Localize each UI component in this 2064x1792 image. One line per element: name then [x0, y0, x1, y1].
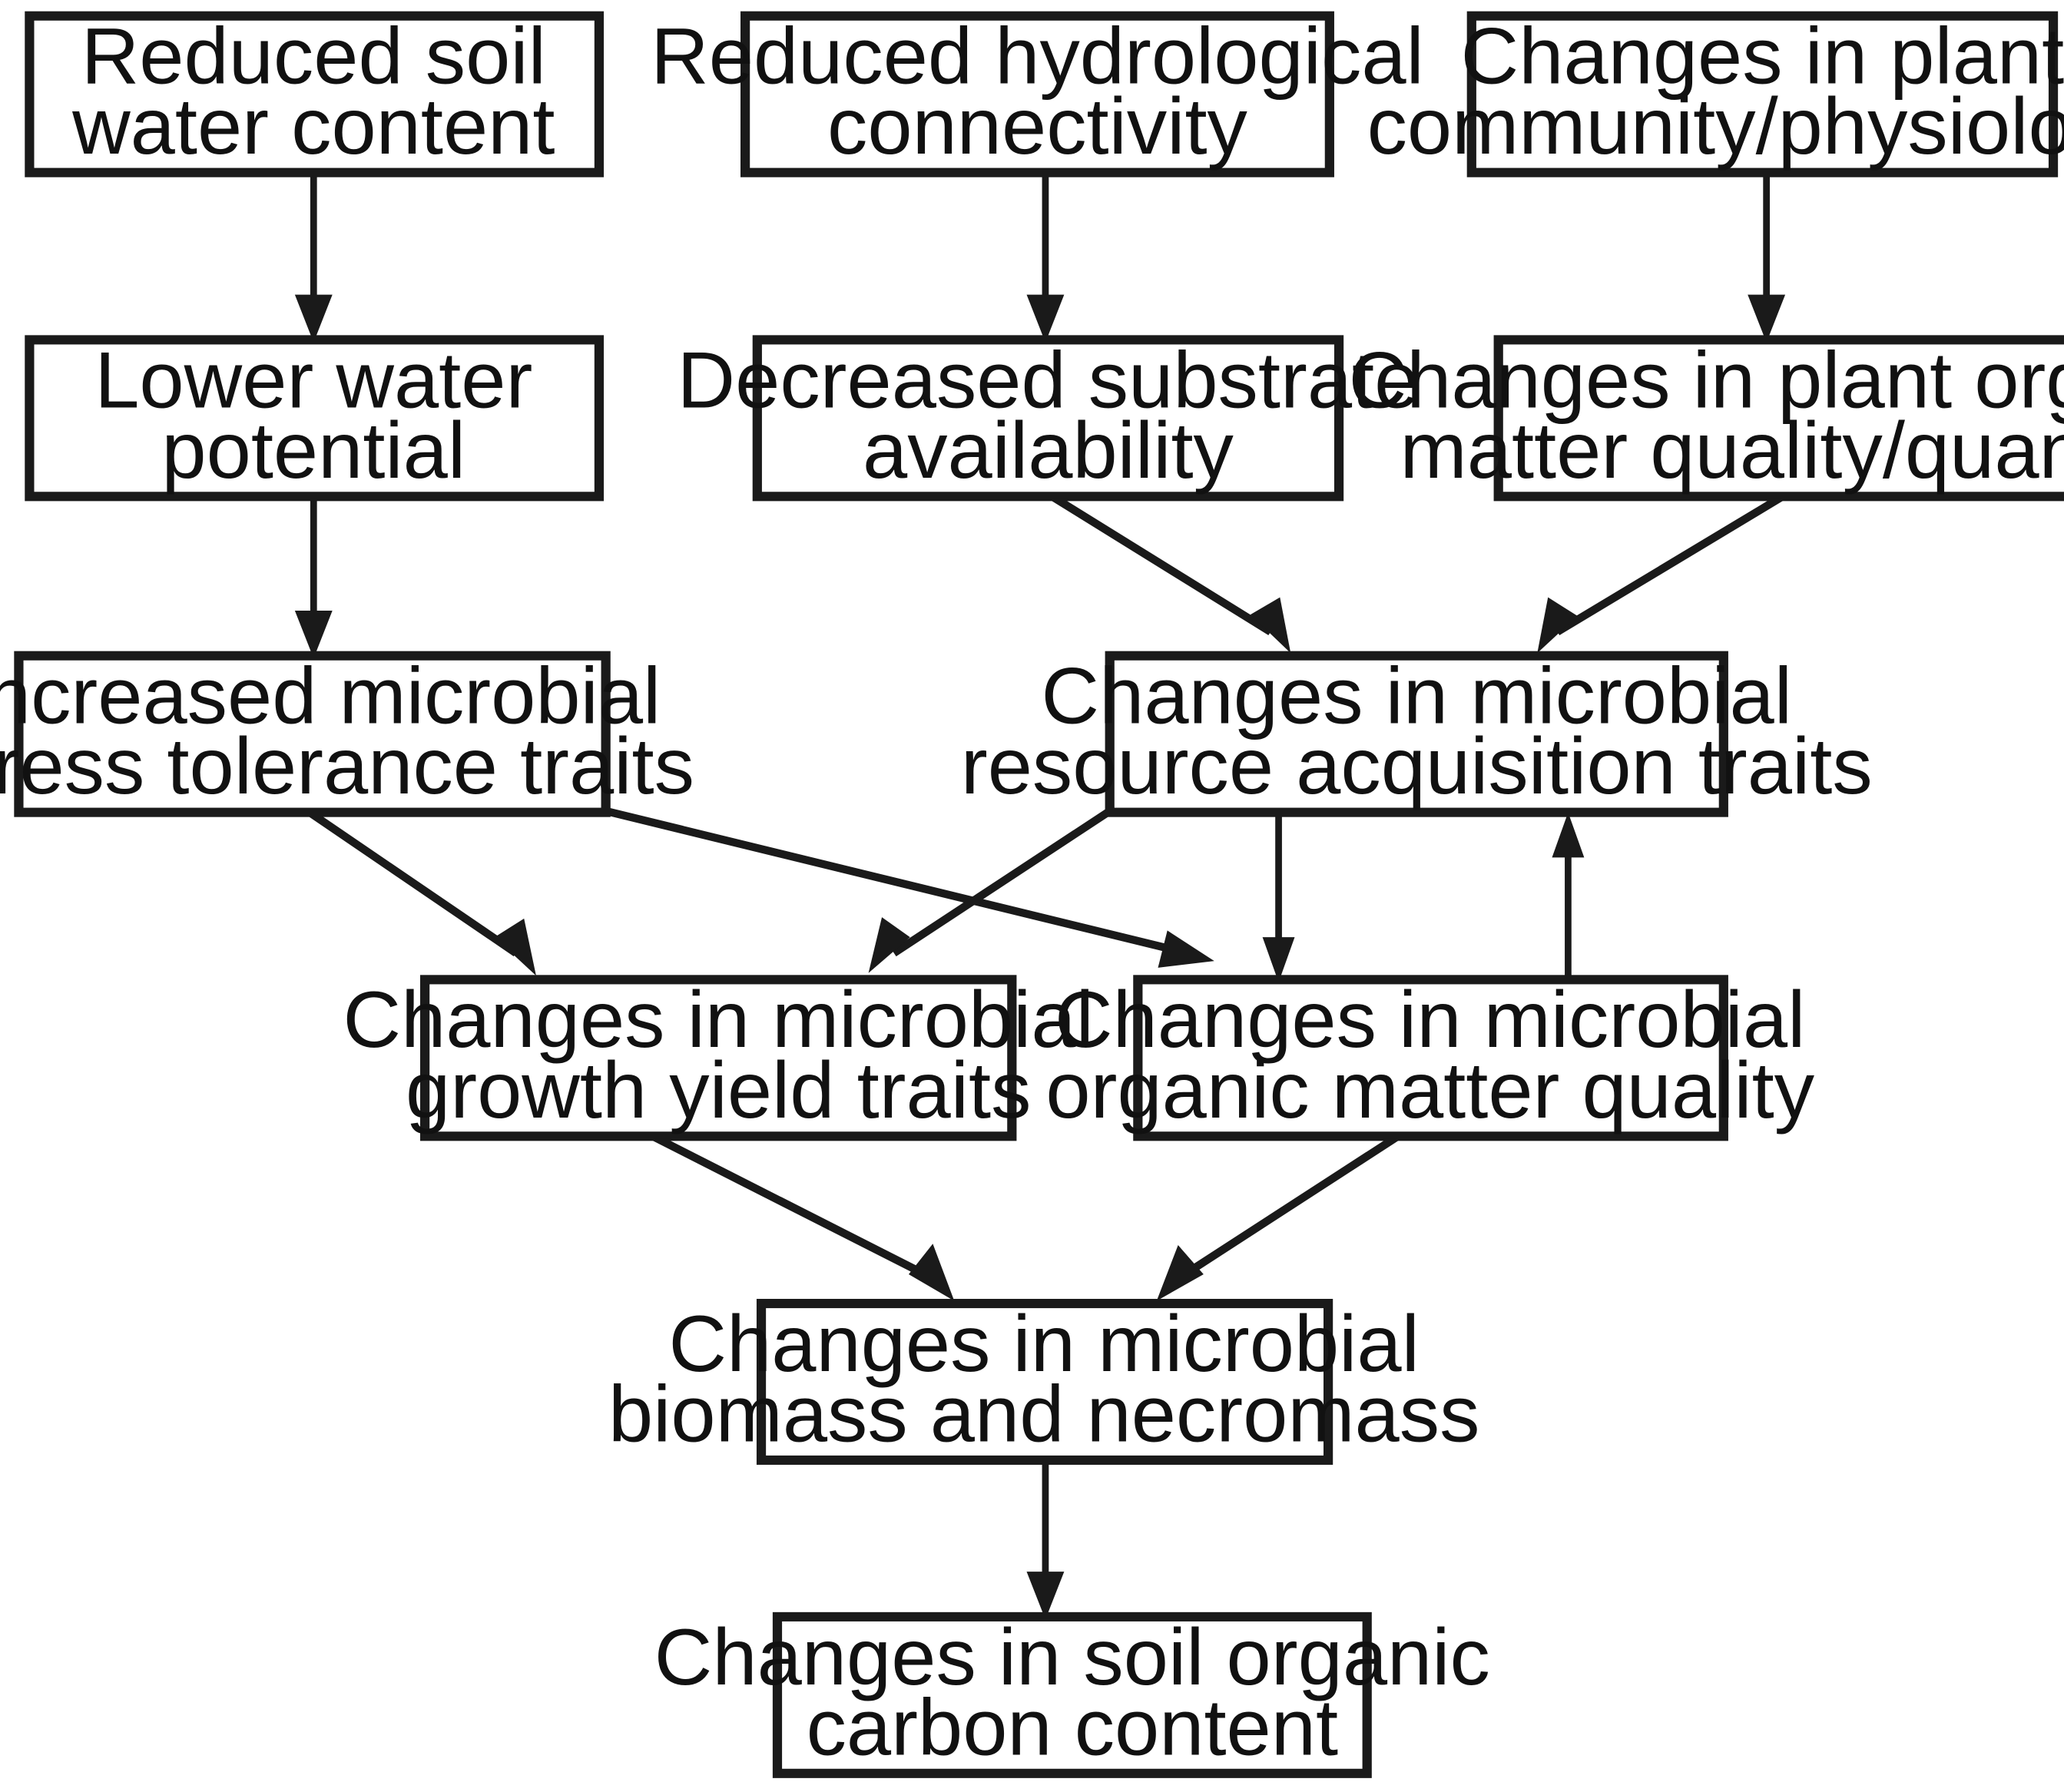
node-box[interactable] [752, 335, 1344, 502]
node-changes-in-microbial-biomass-and-necromass[interactable]: Changes in microbial biomass and necroma… [608, 1298, 1479, 1466]
node-decreased-substrate-availability[interactable]: Decreased substrate availability [678, 335, 1420, 502]
node-label-line1: Reduced soil [81, 12, 546, 101]
edge-substrate-to-resourceacq [1049, 492, 1291, 654]
node-label-line2: stress tolerance traits [0, 723, 694, 811]
node-label-line2: water content [71, 83, 555, 171]
node-label-line2: matter quality/quantity [1400, 406, 2064, 495]
node-label-line2: carbon content [807, 1684, 1339, 1772]
node-label-line1: Changes in microbial [1055, 976, 1805, 1065]
edge-hydro-to-substrate [1026, 172, 1065, 343]
node-label-line1: Changes in plant [1461, 12, 2064, 101]
node-box[interactable] [14, 651, 611, 817]
node-reduced-soil-water-content[interactable]: Reduced soil water content [25, 11, 605, 177]
edge-microbialom-to-resourceacq [1552, 812, 1585, 980]
edge-waterpotential-to-stresstolerance [294, 496, 333, 659]
node-label-line1: Changes in microbial [343, 976, 1094, 1065]
node-changes-in-soil-organic-carbon-content[interactable]: Changes in soil organic carbon content [654, 1611, 1490, 1778]
node-label-line1: Changes in microbial [1042, 652, 1792, 740]
edge-biomass-to-soc [1026, 1459, 1065, 1620]
node-box[interactable] [772, 1611, 1372, 1778]
node-changes-in-microbial-resource-acquisition-traits[interactable]: Changes in microbial resource acquisitio… [961, 651, 1873, 817]
node-box[interactable] [25, 11, 605, 177]
node-label-line1: Changes in soil organic [654, 1613, 1490, 1701]
node-label-line2: growth yield traits [406, 1046, 1031, 1134]
edge-soilwater-to-waterpotential [294, 172, 333, 343]
node-box[interactable] [25, 335, 605, 502]
edge-microbialom-to-biomass [1156, 1132, 1400, 1301]
node-label-line2: resource acquisition traits [961, 723, 1873, 811]
node-label-line1: Decreased substrate [678, 336, 1420, 425]
node-label-line2: organic matter quality [1045, 1046, 1814, 1134]
node-label-line2: availability [863, 406, 1234, 495]
node-label-line2: connectivity [827, 83, 1247, 171]
node-increased-microbial-stress-tolerance-traits[interactable]: Increased microbial stress tolerance tra… [0, 651, 694, 817]
edge-plantcommunity-to-plantom [1748, 172, 1786, 343]
node-box[interactable] [1493, 335, 2064, 502]
node-box[interactable] [756, 1298, 1333, 1466]
node-label-line2: potential [161, 406, 465, 495]
node-box[interactable] [1133, 975, 1728, 1141]
node-label-line1: Lower water [94, 336, 532, 425]
node-box[interactable] [740, 11, 1334, 177]
edge-resourceacq-to-growthyield [868, 807, 1112, 973]
node-changes-in-plant-organic-matter-quality-quantity[interactable]: Changes in plant organic matter quality/… [1349, 335, 2064, 502]
node-box[interactable] [419, 975, 1017, 1141]
node-changes-in-plant-community-physiology[interactable]: Changes in plant community/physiology [1367, 11, 2064, 177]
node-label-line1: Increased microbial [0, 652, 661, 740]
edge-growthyield-to-biomass [651, 1132, 955, 1301]
node-label-line1: Reduced hydrological [651, 12, 1424, 101]
node-label-line2: biomass and necromass [608, 1370, 1479, 1459]
edge-resourceacq-to-microbialom [1262, 812, 1295, 982]
node-label-line1: Changes in plant organic [1349, 336, 2064, 425]
node-changes-in-microbial-growth-yield-traits[interactable]: Changes in microbial growth yield traits [343, 975, 1094, 1141]
edge-stresstolerance-to-microbialom [605, 807, 1214, 968]
node-label-line2: community/physiology [1367, 83, 2064, 171]
edge-stresstolerance-to-growthyield [307, 809, 536, 976]
node-box[interactable] [1105, 651, 1728, 817]
edge-plantom-to-resourceacq [1537, 492, 1785, 654]
node-changes-in-microbial-organic-matter-quality[interactable]: Changes in microbial organic matter qual… [1045, 975, 1814, 1141]
node-box[interactable] [1466, 11, 2059, 177]
node-lower-water-potential[interactable]: Lower water potential [25, 335, 605, 502]
node-label-line1: Changes in microbial [669, 1300, 1420, 1388]
node-reduced-hydrological-connectivity[interactable]: Reduced hydrological connectivity [651, 11, 1424, 177]
